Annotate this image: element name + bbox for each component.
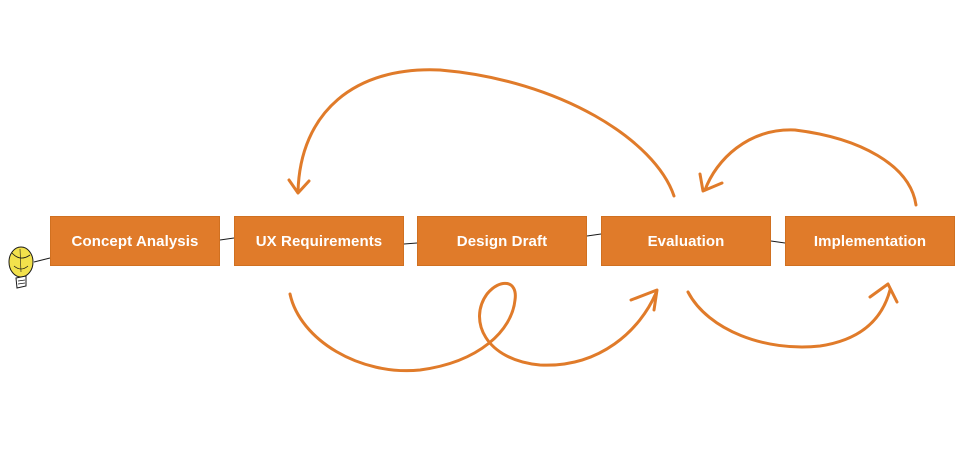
connector-lines	[33, 233, 786, 263]
arrowhead-evaluation-bottom	[629, 288, 659, 312]
stage-ux-requirements: UX Requirements	[234, 216, 404, 266]
connector-evaluation-implementation	[770, 240, 786, 244]
stage-design-draft: Design Draft	[417, 216, 587, 266]
arrow-implementation-to-evaluation	[703, 128, 918, 207]
lightbulb-icon	[8, 246, 34, 289]
stage-implementation: Implementation	[785, 216, 955, 266]
connector-bulb-concept	[33, 257, 51, 263]
stage-label: Implementation	[813, 232, 927, 250]
arrow-ux-requirements-to-evaluation	[288, 282, 658, 373]
arrowhead-ux-requirements	[287, 178, 311, 195]
arrow-evaluation-to-implementation	[686, 288, 892, 349]
arrowhead-evaluation-top	[698, 172, 724, 193]
stage-concept-analysis: Concept Analysis	[50, 216, 220, 266]
stage-label: UX Requirements	[255, 232, 383, 250]
connector-design-evaluation	[586, 233, 602, 237]
connector-ux-design	[403, 242, 418, 245]
stage-label: Concept Analysis	[71, 232, 199, 250]
stage-label: Design Draft	[456, 232, 548, 250]
connector-concept-ux	[219, 237, 235, 241]
stage-evaluation: Evaluation	[601, 216, 771, 266]
arrow-evaluation-to-ux-requirements	[296, 68, 676, 198]
arrowhead-implementation-bottom	[868, 282, 899, 304]
stage-label: Evaluation	[647, 232, 725, 250]
